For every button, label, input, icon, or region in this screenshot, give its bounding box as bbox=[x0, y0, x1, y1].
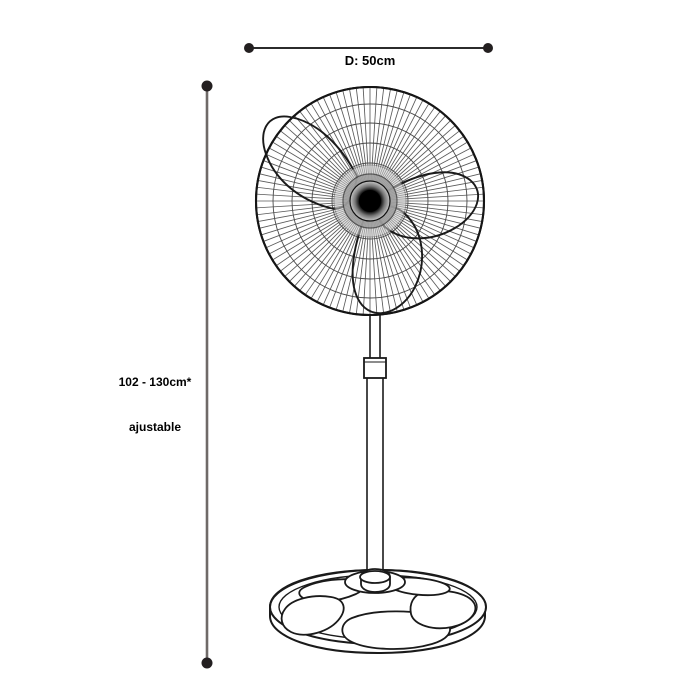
width-label-text: D: 50cm bbox=[344, 52, 396, 68]
telescopic-pole bbox=[366, 312, 384, 585]
height-adjust-collar bbox=[363, 357, 387, 379]
base-pole-collar bbox=[344, 568, 406, 594]
width-dimension-label: D: 50cm bbox=[280, 20, 460, 101]
width-dimension-line bbox=[244, 43, 493, 53]
height-dimension-line bbox=[201, 80, 213, 669]
height-label-line2: ajustable bbox=[128, 420, 182, 434]
motor-hub bbox=[333, 164, 407, 238]
height-label-line1: 102 - 130cm* bbox=[118, 375, 192, 389]
height-dimension-label: 102 - 130cm* ajustable bbox=[95, 345, 215, 465]
